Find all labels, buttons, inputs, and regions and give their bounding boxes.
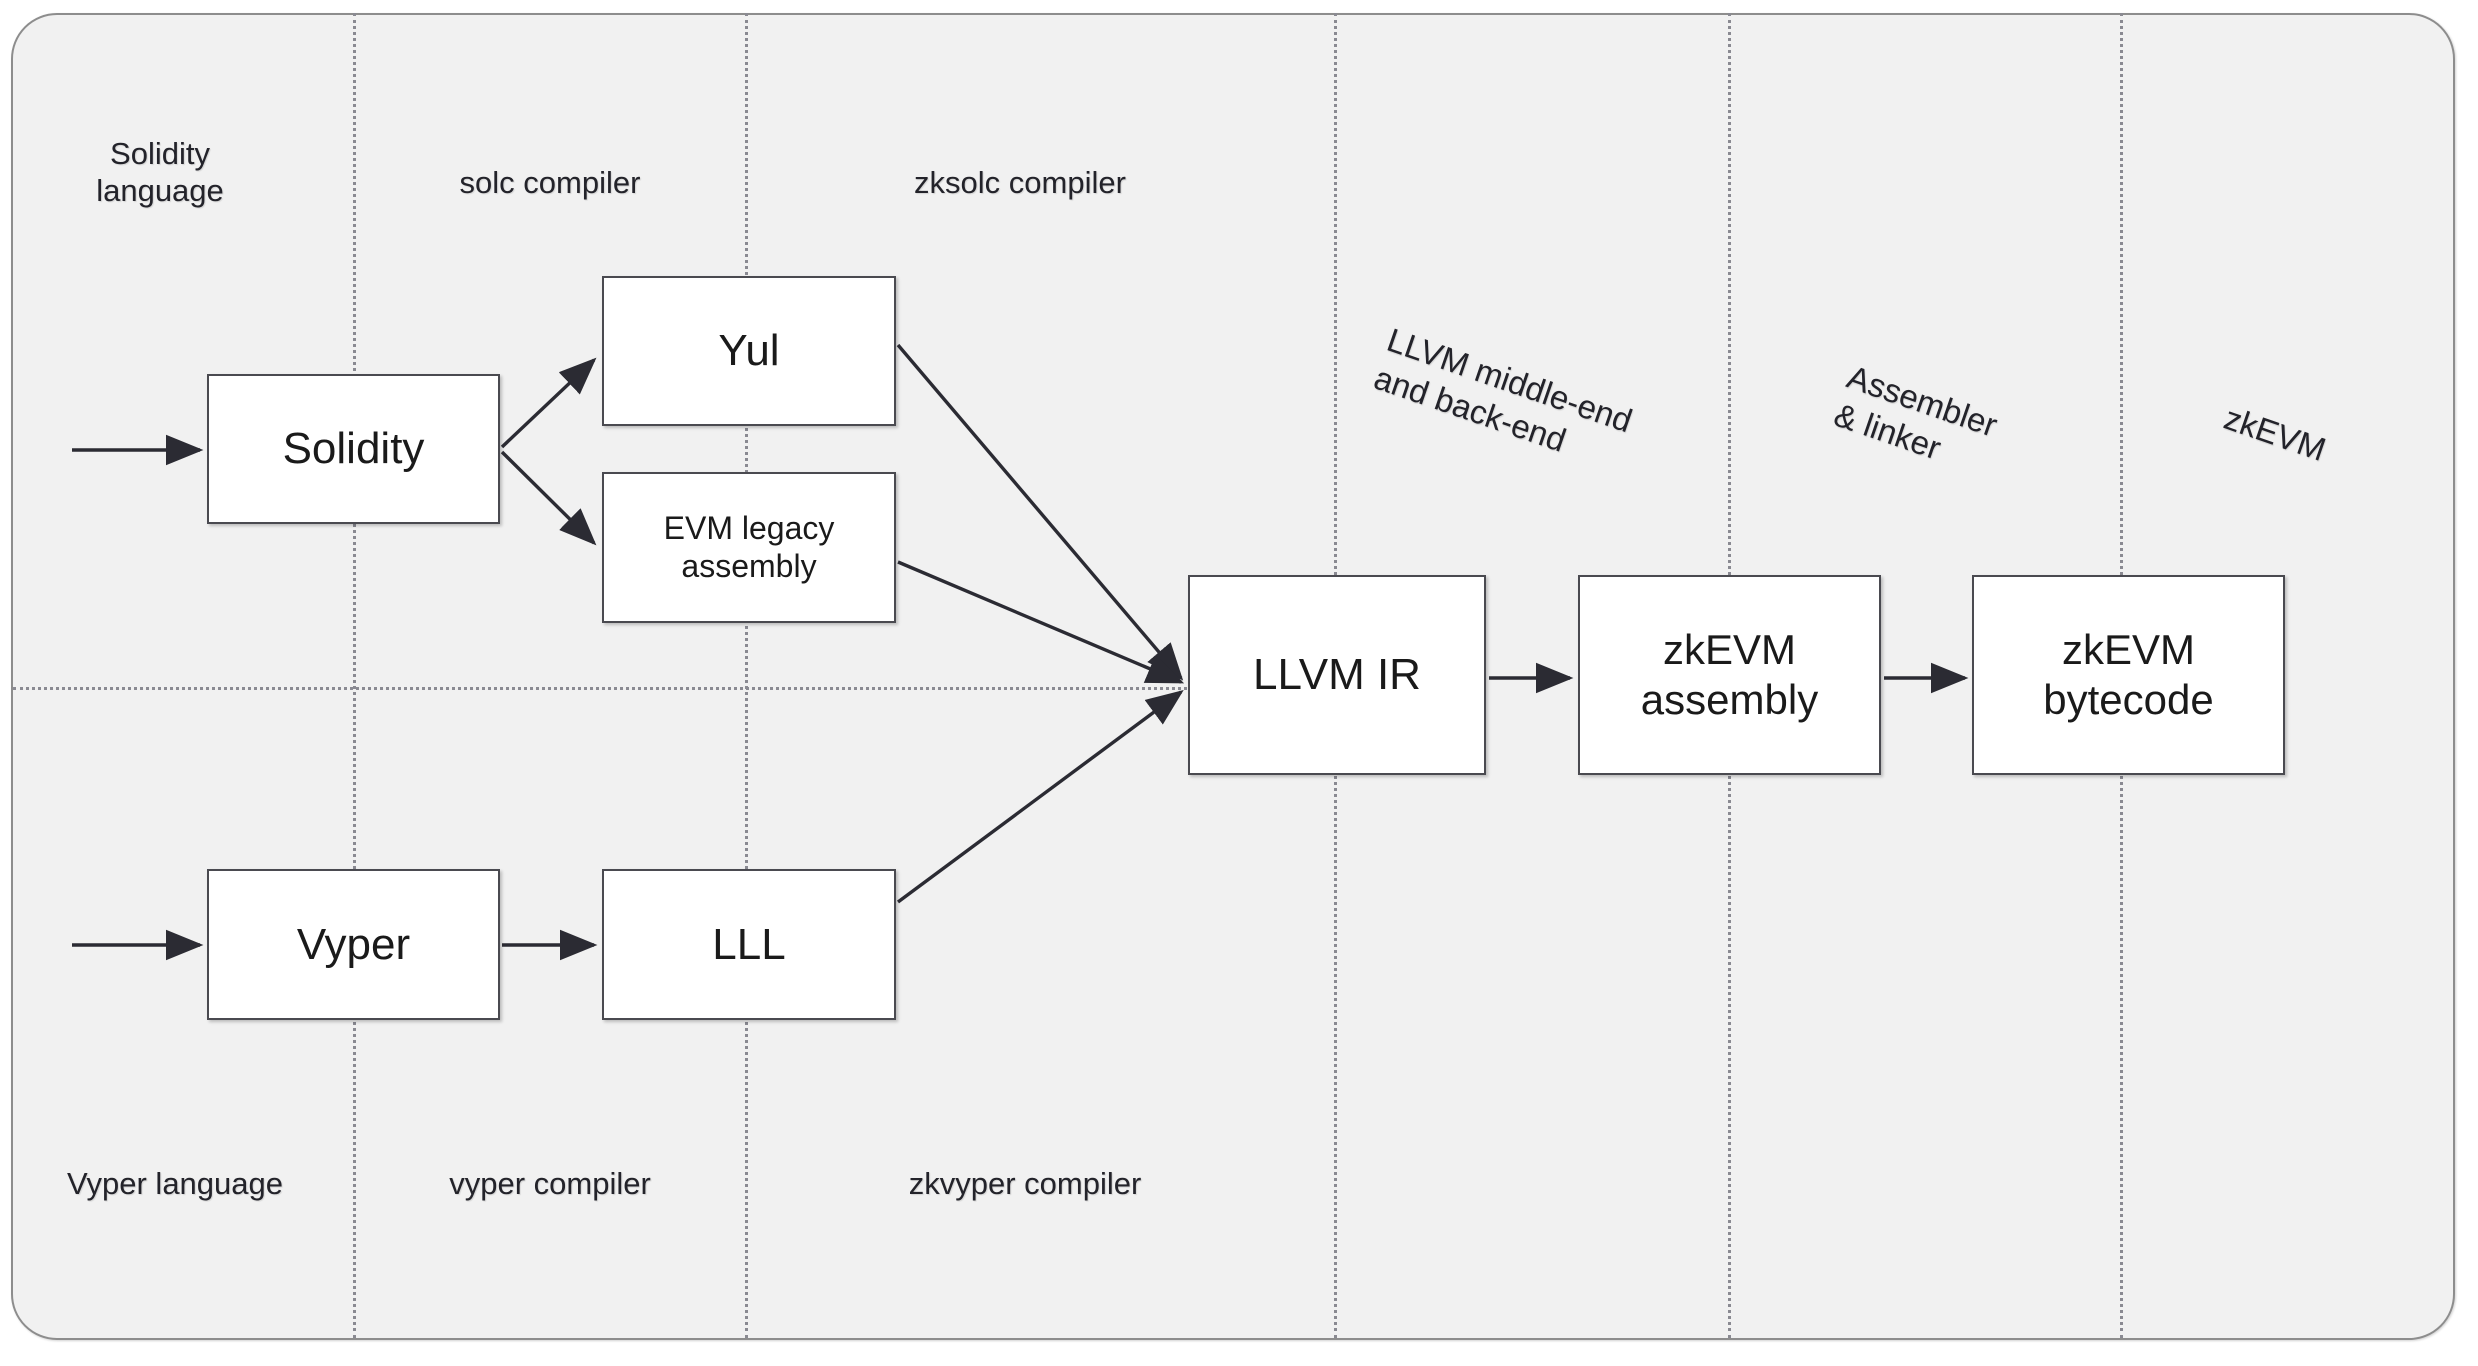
node-lll[interactable]: LLL — [602, 869, 896, 1020]
node-llvm-ir[interactable]: LLVM IR — [1188, 575, 1486, 775]
lane-divider-1 — [353, 13, 356, 1338]
node-zkevm-bytecode[interactable]: zkEVM bytecode — [1972, 575, 2285, 775]
lane-label-solc-compiler: solc compiler — [459, 165, 641, 200]
node-zkevm-assembly[interactable]: zkEVM assembly — [1578, 575, 1881, 775]
lane-label-zksolc-compiler: zksolc compiler — [914, 165, 1126, 200]
lane-label-solidity-language: Solidity language — [96, 136, 224, 209]
lane-label-vyper-language: Vyper language — [66, 1166, 284, 1201]
lane-divider-horizontal — [13, 687, 1193, 690]
node-yul[interactable]: Yul — [602, 276, 896, 426]
node-vyper[interactable]: Vyper — [207, 869, 500, 1020]
node-solidity[interactable]: Solidity — [207, 374, 500, 524]
node-evm-legacy-assembly[interactable]: EVM legacy assembly — [602, 472, 896, 623]
lane-divider-2 — [745, 13, 748, 1338]
lane-label-vyper-compiler: vyper compiler — [449, 1166, 651, 1201]
lane-label-zkvyper-compiler: zkvyper compiler — [908, 1166, 1142, 1201]
